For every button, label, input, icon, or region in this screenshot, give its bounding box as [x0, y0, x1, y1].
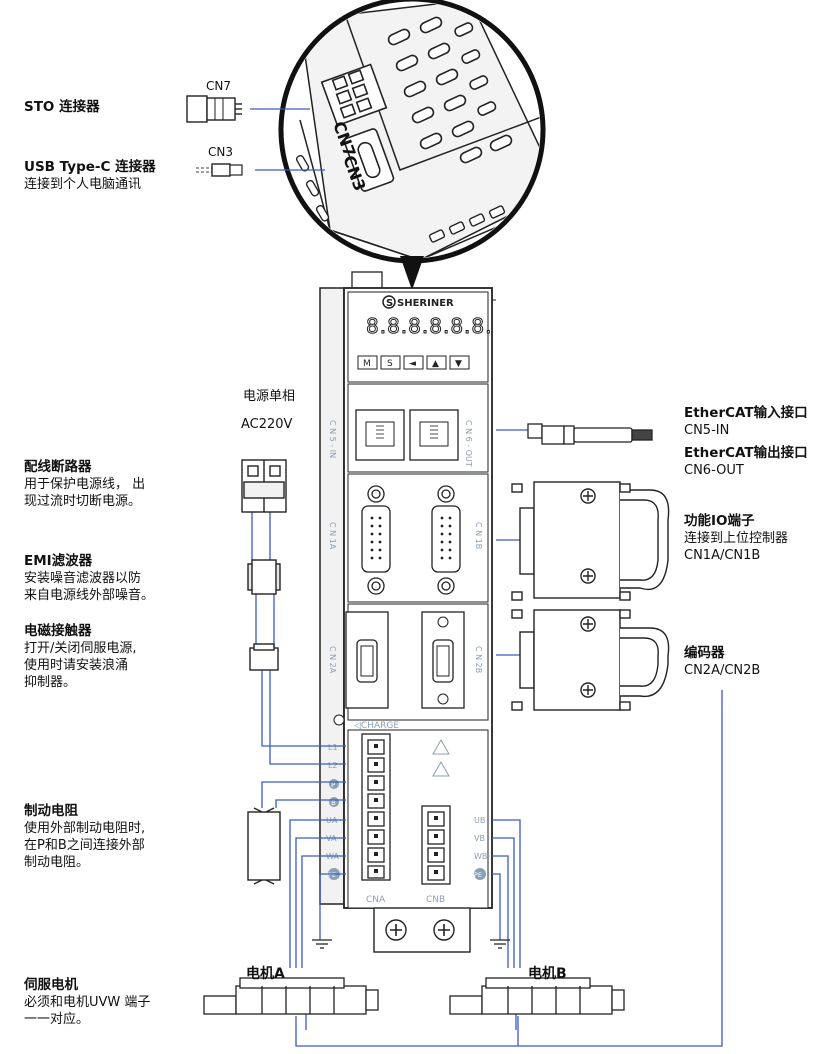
sto-connector-label: STO 连接器: [24, 99, 100, 115]
terminal-l2: L2: [328, 761, 338, 770]
ethercat-out-label: EtherCAT输出接口 CN6-OUT: [684, 445, 808, 478]
wiring: [251, 429, 723, 1047]
cn3-plug-icon: [196, 163, 325, 177]
svg-text:SHERINER: SHERINER: [397, 298, 454, 309]
power-voltage-label: AC220V: [241, 417, 293, 432]
emi-filter-icon: [247, 559, 281, 595]
motor-a-label: 电机A: [246, 965, 285, 982]
motor-a-icon: [203, 977, 379, 1015]
cnb-label: CNB: [426, 895, 445, 905]
servo-drive: S SHERINER 8.8.8.8.8.8. M S ◄ ▲ ▼: [319, 271, 496, 953]
contactor-label: 电磁接触器 打开/关闭伺服电源, 使用时请安装浪涌 抑制器。: [24, 623, 137, 690]
motor-b-label: 电机B: [528, 965, 567, 982]
breaker-label: 配线断路器 用于保护电源线， 出 现过流时切断电源。: [24, 459, 146, 509]
terminal-b: B: [331, 799, 336, 807]
charge-label: ◁CHARGE: [354, 721, 399, 731]
motor-b-icon: [449, 977, 625, 1015]
terminal-pe-a: PE: [328, 871, 336, 879]
key-s[interactable]: S: [387, 359, 393, 369]
contactor-icon: [249, 643, 279, 671]
encoder-connector-icon: [511, 609, 670, 711]
terminal-ub: UB: [474, 816, 485, 825]
brand-logo: S SHERINER: [382, 295, 454, 309]
encoder-label: 编码器 CN2A/CN2B: [684, 645, 761, 678]
warning-icon: [432, 738, 450, 777]
cn5-port-label: C N 5 - IN: [328, 420, 337, 458]
io-terminal-label: 功能IO端子 连接到上位控制器 CN1A/CN1B: [684, 513, 789, 563]
io-connector-icon: [511, 481, 670, 601]
key-up[interactable]: ▲: [432, 359, 439, 369]
key-left[interactable]: ◄: [409, 359, 416, 369]
brake-resistor-icon: [247, 807, 281, 885]
cn6-port-label: C N 6 - OUT: [464, 420, 473, 467]
cn1b-port-label: C N 1B: [474, 522, 483, 549]
keypad: [357, 355, 470, 370]
terminal-l1: L1: [328, 743, 338, 752]
key-m[interactable]: M: [363, 359, 371, 369]
cn7-plug-icon: [186, 95, 310, 123]
breaker-icon: [241, 459, 287, 513]
seven-seg-display: 8.8.8.8.8.8.: [366, 314, 493, 338]
terminal-vb: VB: [474, 834, 485, 843]
key-down[interactable]: ▼: [455, 359, 462, 369]
cn2a-port-label: C N 2A: [328, 646, 337, 674]
cn1a-port-label: C N 1A: [328, 522, 337, 550]
usb-connector-label: USB Type-C 连接器 连接到个人电脑通讯: [24, 159, 156, 192]
ethercat-in-label: EtherCAT输入接口 CN5-IN: [684, 405, 808, 438]
terminal-pe-b: PE: [474, 871, 482, 879]
cn2b-port-label: C N 2B: [474, 646, 483, 673]
servo-motor-label: 伺服电机 必须和电机UVW 端子 一一对应。: [24, 977, 151, 1027]
emi-filter-label: EMI滤波器 安装噪音滤波器以防 来自电源线外部噪音。: [24, 553, 155, 603]
ground-icon: [312, 939, 510, 949]
zoom-view: CN7 CN3: [278, 0, 546, 290]
power-phase-label: 电源单相: [243, 389, 295, 404]
cn7-label: CN7: [206, 79, 231, 93]
svg-text:S: S: [386, 298, 393, 309]
cn3-label: CN3: [208, 145, 233, 159]
brake-resistor-label: 制动电阻 使用外部制动电阻时, 在P和B之间连接外部 制动电阻。: [24, 803, 146, 870]
cna-label: CNA: [366, 895, 386, 905]
rj45-plug-icon: [527, 423, 653, 445]
terminal-p: P: [331, 781, 335, 789]
terminal-wb: WB: [474, 852, 487, 861]
